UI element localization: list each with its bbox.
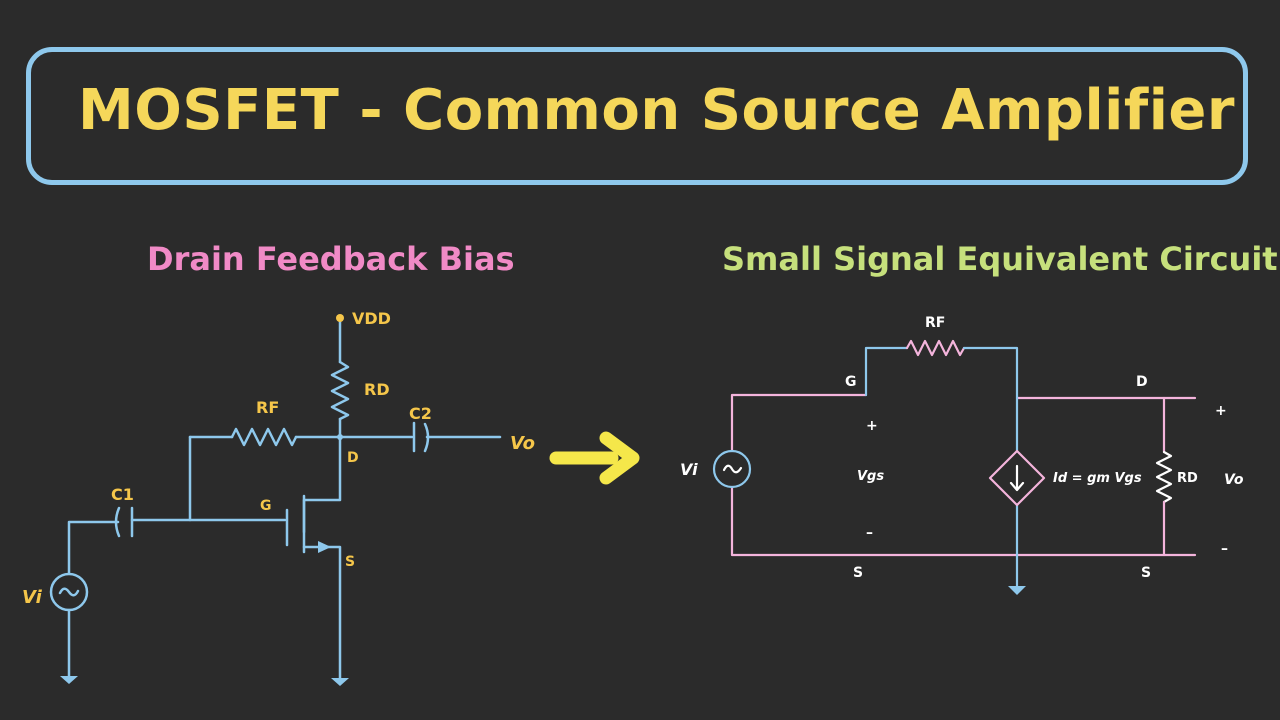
g-label-ss: G xyxy=(845,374,857,390)
vi-tilde-ss xyxy=(722,464,743,474)
gate-up-wire xyxy=(864,346,909,397)
right-diagram-heading: Small Signal Equivalent Circuit xyxy=(722,240,1278,278)
g-label: G xyxy=(260,498,272,514)
vo-label-ss: Vo xyxy=(1224,472,1244,488)
gate-node-wire xyxy=(730,393,868,453)
vdd-label: VDD xyxy=(352,309,391,328)
rf-resistor-ss xyxy=(905,339,966,357)
rd-label: RD xyxy=(364,380,390,399)
rf-resistor xyxy=(230,427,298,447)
rd-label-ss: RD xyxy=(1177,471,1198,486)
vi-tilde xyxy=(58,587,80,597)
rd-resistor xyxy=(330,360,350,421)
rf-right-wire-ss xyxy=(962,346,1019,453)
minus-right: – xyxy=(1221,541,1228,557)
small-signal-circuit xyxy=(712,339,1197,588)
plus-right: + xyxy=(1215,403,1227,419)
left-diagram-heading: Drain Feedback Bias xyxy=(147,240,515,278)
c2-label: C2 xyxy=(409,404,432,423)
d-label-ss: D xyxy=(1136,374,1148,390)
drain-node xyxy=(337,434,343,440)
source-arrow xyxy=(318,541,331,553)
rd-resistor-ss xyxy=(1155,450,1173,504)
s-label: S xyxy=(345,554,355,570)
vdd-node xyxy=(336,314,344,322)
right-ground-arrow xyxy=(1008,586,1026,595)
source-rail xyxy=(730,485,1197,557)
c1-plate-left xyxy=(114,506,121,538)
s-label-ss-right: S xyxy=(1141,565,1151,581)
current-source xyxy=(988,449,1046,507)
plus-left: + xyxy=(866,418,878,434)
page-title: MOSFET - Common Source Amplifier xyxy=(78,78,1235,143)
rf-label: RF xyxy=(256,398,279,417)
source-wire xyxy=(302,545,342,682)
s-label-ss-left: S xyxy=(853,565,863,581)
c1-label: C1 xyxy=(111,485,134,504)
transform-arrow xyxy=(549,431,640,485)
left-ground-arrow-s xyxy=(331,678,349,686)
rf-label-ss: RF xyxy=(925,315,945,331)
vi-label: Vi xyxy=(22,587,43,608)
vi-source-ss xyxy=(712,449,752,489)
left-ground-arrow-vi xyxy=(60,676,78,684)
minus-left: – xyxy=(866,525,873,541)
vi-label-ss: Vi xyxy=(680,460,698,479)
drain-feedback-circuit xyxy=(49,316,502,682)
d-label: D xyxy=(347,450,359,466)
id-equation: Id = gm Vgs xyxy=(1053,471,1142,486)
current-arrow xyxy=(1009,464,1025,492)
title-frame xyxy=(26,47,1248,185)
vgs-label: Vgs xyxy=(857,469,884,484)
vo-label: Vo xyxy=(510,433,535,454)
input-wire xyxy=(67,520,120,575)
